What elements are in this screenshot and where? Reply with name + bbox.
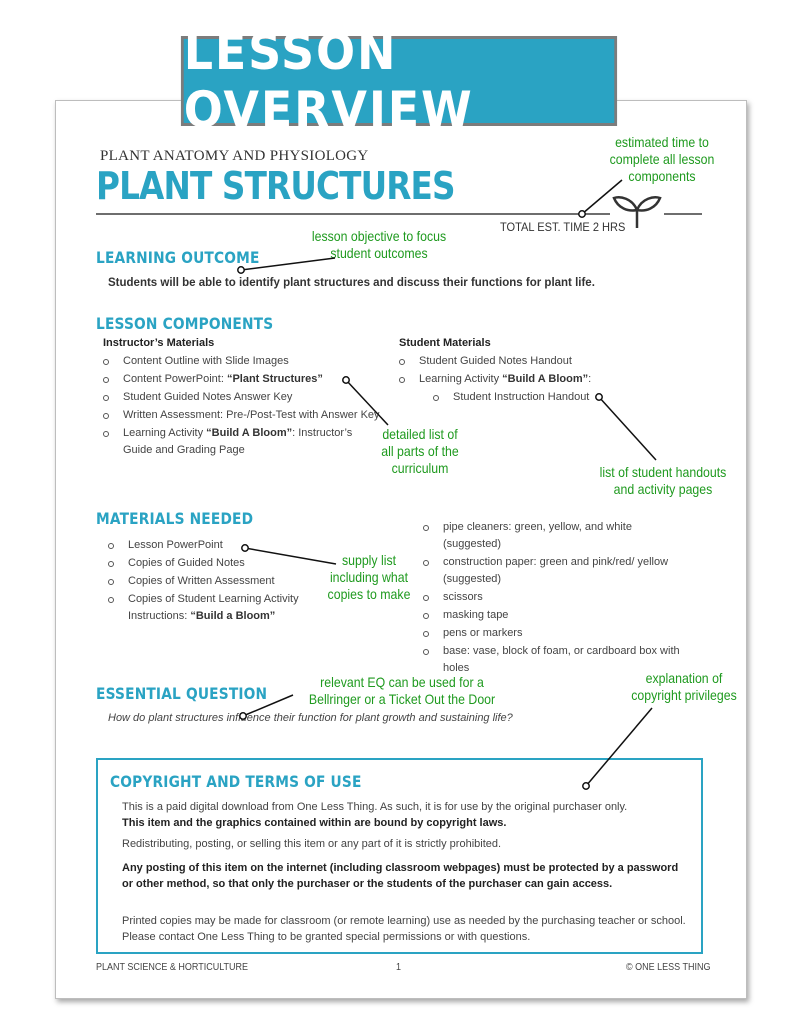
learning-outcome-text: Students will be able to identify plant …: [108, 277, 595, 289]
annotation-time: estimated time to complete all lesson co…: [609, 134, 715, 184]
list-item: Learning Activity “Build A Bloom”:: [397, 371, 697, 388]
footer-right: © ONE LESS THING: [626, 962, 711, 973]
annotation-objective: lesson objective to focus student outcom…: [311, 228, 447, 261]
list-item: pipe cleaners: green, yellow, and white …: [421, 519, 691, 553]
list-subitem: Student Instruction Handout: [397, 389, 697, 406]
list-item: Student Guided Notes Handout: [397, 353, 697, 370]
essential-question-text: How do plant structures influence their …: [108, 712, 513, 724]
instructor-materials-list: Content Outline with Slide Images Conten…: [101, 353, 383, 460]
document-supertitle: PLANT ANATOMY AND PHYSIOLOGY: [100, 148, 369, 164]
list-item: base: vase, block of foam, or cardboard …: [421, 643, 691, 677]
estimated-time: TOTAL EST. TIME 2 HRS: [500, 220, 626, 234]
instructor-materials-heading: Instructor’s Materials: [103, 337, 215, 349]
learning-outcome-heading: LEARNING OUTCOME: [96, 248, 260, 267]
materials-right-list: pipe cleaners: green, yellow, and white …: [421, 519, 691, 678]
copyright-box: [96, 758, 703, 954]
annotation-supply: supply list including what copies to mak…: [327, 552, 411, 602]
essential-question-heading: ESSENTIAL QUESTION: [96, 684, 268, 703]
lesson-overview-banner: LESSON OVERVIEW: [180, 23, 618, 139]
list-item: Copies of Guided Notes: [106, 555, 326, 572]
materials-needed-heading: MATERIALS NEEDED: [96, 509, 254, 528]
copyright-line: This is a paid digital download from One…: [122, 801, 628, 813]
list-item: Content Outline with Slide Images: [101, 353, 383, 370]
list-item: masking tape: [421, 607, 691, 624]
list-item: Written Assessment: Pre-/Post-Test with …: [101, 407, 383, 424]
page-number: 1: [396, 962, 402, 973]
copyright-paragraph-2: Redistributing, posting, or selling this…: [122, 838, 502, 850]
annotation-eq: relevant EQ can be used for a Bellringer…: [308, 674, 496, 707]
document-page: [55, 100, 747, 999]
title-divider: [96, 213, 702, 215]
footer-left: PLANT SCIENCE & HORTICULTURE: [96, 962, 249, 973]
student-materials-list: Student Guided Notes Handout Learning Ac…: [397, 353, 697, 407]
copyright-paragraph-4: Printed copies may be made for classroom…: [122, 915, 686, 943]
student-materials-heading: Student Materials: [399, 337, 491, 349]
list-item: scissors: [421, 589, 691, 606]
copyright-heading: COPYRIGHT AND TERMS OF USE: [110, 772, 362, 791]
lesson-components-heading: LESSON COMPONENTS: [96, 314, 274, 333]
list-item: Copies of Student Learning Activity Inst…: [106, 591, 326, 625]
list-item: construction paper: green and pink/red/ …: [421, 554, 691, 588]
document-title: PLANT STRUCTURES: [96, 164, 456, 208]
annotation-copyright: explanation of copyright privileges: [631, 670, 737, 703]
list-item: Content PowerPoint: “Plant Structures”: [101, 371, 383, 388]
annotation-components: detailed list of all parts of the curric…: [381, 426, 459, 476]
list-item: Lesson PowerPoint: [106, 537, 326, 554]
list-item: Copies of Written Assessment: [106, 573, 326, 590]
copyright-line-bold: This item and the graphics contained wit…: [122, 817, 507, 829]
list-item: pens or markers: [421, 625, 691, 642]
annotation-handouts: list of student handouts and activity pa…: [599, 464, 727, 497]
materials-left-list: Lesson PowerPoint Copies of Guided Notes…: [106, 537, 326, 626]
list-item: Learning Activity “Build A Bloom”: Instr…: [101, 425, 383, 459]
copyright-paragraph-3: Any posting of this item on the internet…: [122, 862, 679, 890]
copyright-paragraph-1: This is a paid digital download from One…: [122, 799, 687, 831]
list-item: Student Guided Notes Answer Key: [101, 389, 383, 406]
